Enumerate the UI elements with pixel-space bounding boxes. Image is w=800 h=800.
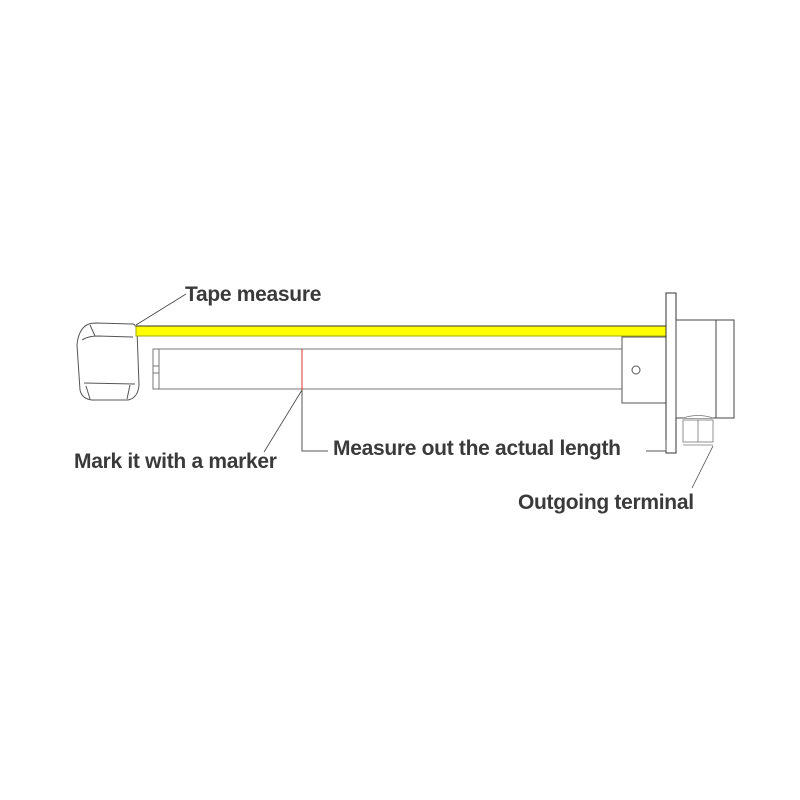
flange-plate <box>665 292 677 454</box>
tape-measure-label: Tape measure <box>185 283 322 306</box>
marker-leader <box>263 389 303 453</box>
terminal-box <box>675 319 735 419</box>
measure-dimension-line-right <box>646 440 667 452</box>
outgoing-terminal-label: Outgoing terminal <box>518 491 694 514</box>
fitting-block <box>621 336 667 404</box>
tape-measure-leader <box>135 293 187 326</box>
heater-tube <box>152 348 624 390</box>
mark-marker-label: Mark it with a marker <box>74 450 277 473</box>
tape-measure-housing <box>76 322 140 401</box>
measure-dimension-line <box>301 390 328 452</box>
tape-blade <box>135 325 667 337</box>
measure-length-label: Measure out the actual length <box>333 437 621 460</box>
terminal-leader <box>691 445 714 489</box>
outgoing-terminal <box>682 415 714 446</box>
